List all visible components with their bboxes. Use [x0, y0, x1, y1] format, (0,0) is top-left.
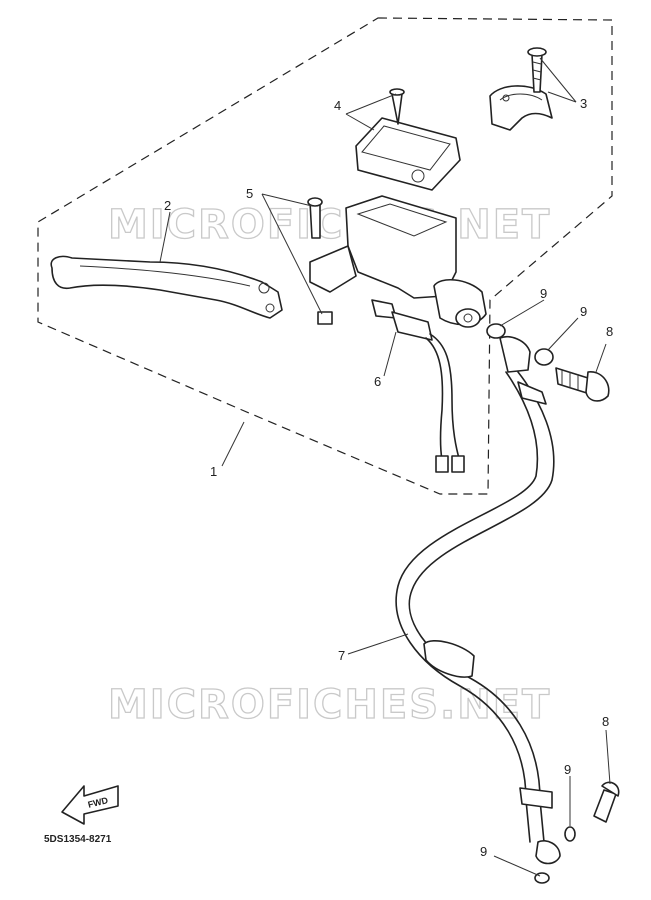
callout-1: 1 [210, 464, 217, 479]
fwd-label: FWD [87, 795, 110, 810]
callout-9-b: 9 [580, 304, 587, 319]
union-bolt-lower [593, 781, 620, 823]
part-code: 5DS1354-8271 [44, 834, 112, 845]
washer-1 [486, 323, 506, 339]
brake-light-switch [371, 299, 465, 473]
brake-lever [50, 255, 283, 319]
callout-4: 4 [334, 98, 341, 113]
reservoir-cap [355, 88, 461, 191]
callout-7: 7 [338, 648, 345, 663]
master-cylinder-holder [489, 47, 553, 131]
callout-9-d: 9 [480, 844, 487, 859]
callout-9-c: 9 [564, 762, 571, 777]
leader-lines [159, 57, 611, 877]
union-bolt-upper [555, 367, 610, 402]
callout-2: 2 [164, 198, 171, 213]
washer-2 [534, 348, 554, 366]
assembly-boundary [37, 17, 613, 495]
callout-6: 6 [374, 374, 381, 389]
callout-5: 5 [246, 186, 253, 201]
callout-3: 3 [580, 96, 587, 111]
callout-9-a: 9 [540, 286, 547, 301]
brake-hose [395, 336, 561, 865]
callout-8-lower: 8 [602, 714, 609, 729]
callout-8-upper: 8 [606, 324, 613, 339]
master-cylinder-body [307, 195, 487, 328]
washer-3 [564, 826, 576, 842]
watermark-bottom: MICROFICHES.NET [108, 682, 551, 728]
fwd-arrow-icon: FWD [61, 785, 119, 825]
watermark-top: MICROFICHES.NET [108, 202, 551, 248]
